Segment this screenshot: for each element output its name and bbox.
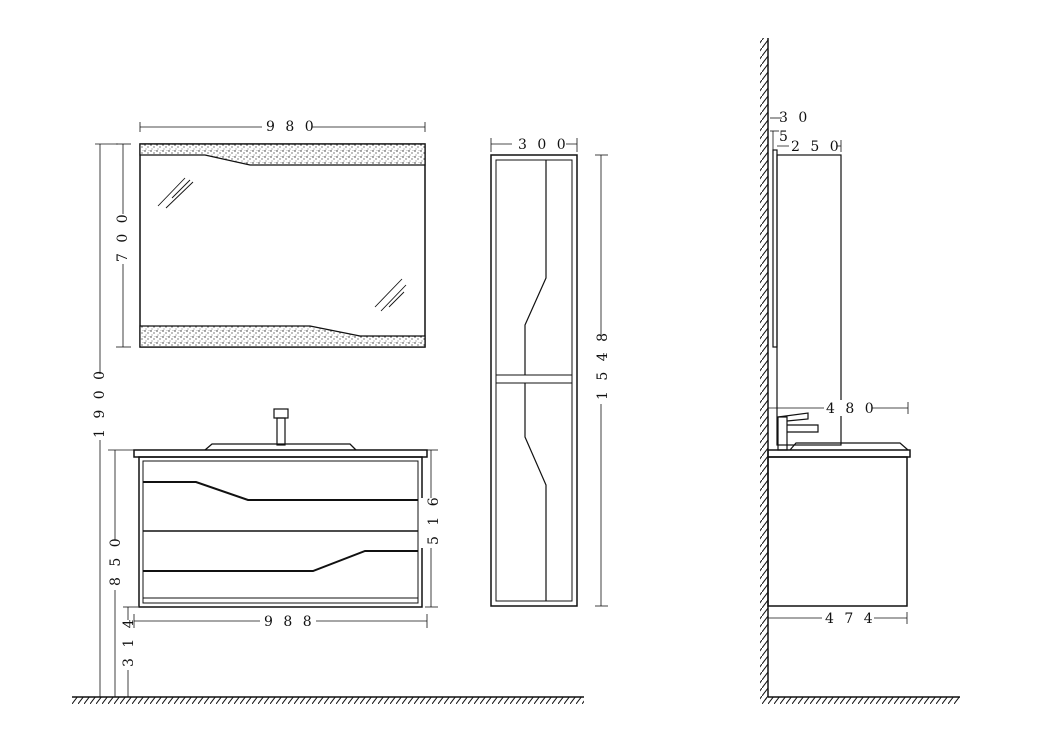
dimension-mirror-offset: 5 — [770, 129, 791, 155]
dimension-mirror-width: 9 8 0 — [139, 118, 426, 135]
mirror-top-stone-band — [139, 143, 426, 166]
vanity-front — [133, 408, 428, 608]
dimension-column-depth: 2 5 0 — [777, 138, 842, 155]
cabinet-height-label: 5 1 6 — [426, 494, 442, 545]
dimension-cabinet-height: 5 1 6 — [421, 449, 443, 608]
vanity-width-label: 9 8 8 — [264, 614, 315, 630]
wall-side — [760, 38, 769, 700]
column-width-label: 3 0 0 — [518, 137, 569, 153]
column-depth-label: 2 5 0 — [791, 139, 842, 155]
dimension-total-height: 1 9 0 0 — [89, 143, 118, 697]
mirror-offset-label: 5 — [779, 129, 791, 145]
dimension-mirror-height: 7 0 0 — [112, 143, 132, 348]
drawer-1-wave — [143, 481, 418, 501]
dimension-top-depth: 4 8 0 — [768, 400, 909, 417]
dimension-cabinet-depth: 4 7 4 — [768, 610, 908, 627]
drawer-2-wave — [143, 550, 418, 572]
dimension-mirror-depth: 3 0 — [770, 110, 810, 126]
mirror-depth-label: 3 0 — [779, 110, 810, 126]
vanity-height-label: 8 5 0 — [108, 535, 124, 586]
mirror-height-label: 7 0 0 — [115, 211, 131, 262]
floor-side — [762, 696, 960, 704]
floor-front — [72, 696, 584, 704]
vanity-side — [767, 412, 911, 607]
total-height-label: 1 9 0 0 — [92, 368, 108, 438]
column-side — [776, 154, 842, 446]
tall-column-front — [490, 154, 578, 607]
dimension-column-width: 3 0 0 — [490, 136, 578, 153]
mirror-glare-icon — [157, 177, 407, 312]
mirror-front — [139, 143, 426, 348]
sink-basin — [204, 443, 357, 451]
dimension-vanity-width: 9 8 8 — [133, 612, 428, 630]
column-lower-wave — [524, 383, 547, 601]
faucet-front — [273, 408, 289, 446]
column-upper-wave — [524, 160, 547, 375]
dimension-vanity-height: 8 5 0 — [104, 449, 134, 697]
top-depth-label: 4 8 0 — [826, 401, 877, 417]
dimension-floor-clearance: 3 1 4 — [117, 606, 139, 697]
mirror-width-label: 9 8 0 — [266, 119, 317, 135]
mirror-bottom-stone-band — [139, 325, 426, 348]
floor-clearance-label: 3 1 4 — [121, 616, 137, 667]
column-height-label: 1 5 4 8 — [595, 330, 611, 400]
sink-side — [789, 442, 909, 451]
cabinet-depth-label: 4 7 4 — [825, 611, 876, 627]
dimension-column-height: 1 5 4 8 — [591, 154, 613, 607]
